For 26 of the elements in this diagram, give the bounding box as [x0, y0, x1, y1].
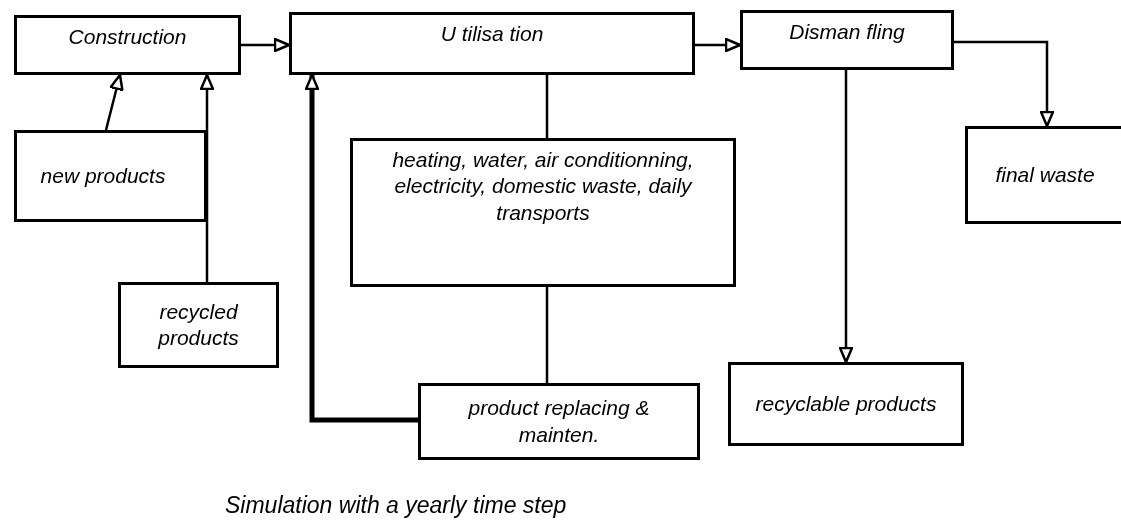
process-box: [965, 126, 1121, 224]
box-label: Disman fling: [788, 19, 906, 45]
box-label: heating, water, air conditionning, electricity, domestic waste, daily transports: [391, 147, 695, 226]
caption: Simulation with a yearly time step: [225, 492, 567, 519]
box-label: final waste: [994, 161, 1096, 188]
process-box: [740, 10, 954, 70]
arrow: [104, 73, 124, 131]
box-label: recyclable products: [754, 390, 938, 417]
arrow: [954, 40, 1055, 128]
arrow: [838, 70, 854, 364]
box-label: Construction: [67, 24, 188, 50]
box-label: product replacing & mainten.: [467, 395, 651, 448]
process-box: [289, 12, 695, 75]
process-box: [350, 138, 736, 287]
arrow: [695, 37, 742, 53]
process-box: [728, 362, 964, 446]
arrow: [304, 73, 418, 423]
box-label: new products: [39, 162, 167, 189]
process-box: [418, 383, 700, 460]
arrow: [241, 37, 291, 53]
process-box: [14, 130, 207, 222]
process-box: [118, 282, 279, 368]
arrow: [199, 73, 215, 282]
box-label: recycled products: [156, 298, 240, 351]
process-box: [14, 15, 241, 75]
box-label: U tilisa tion: [439, 21, 545, 47]
